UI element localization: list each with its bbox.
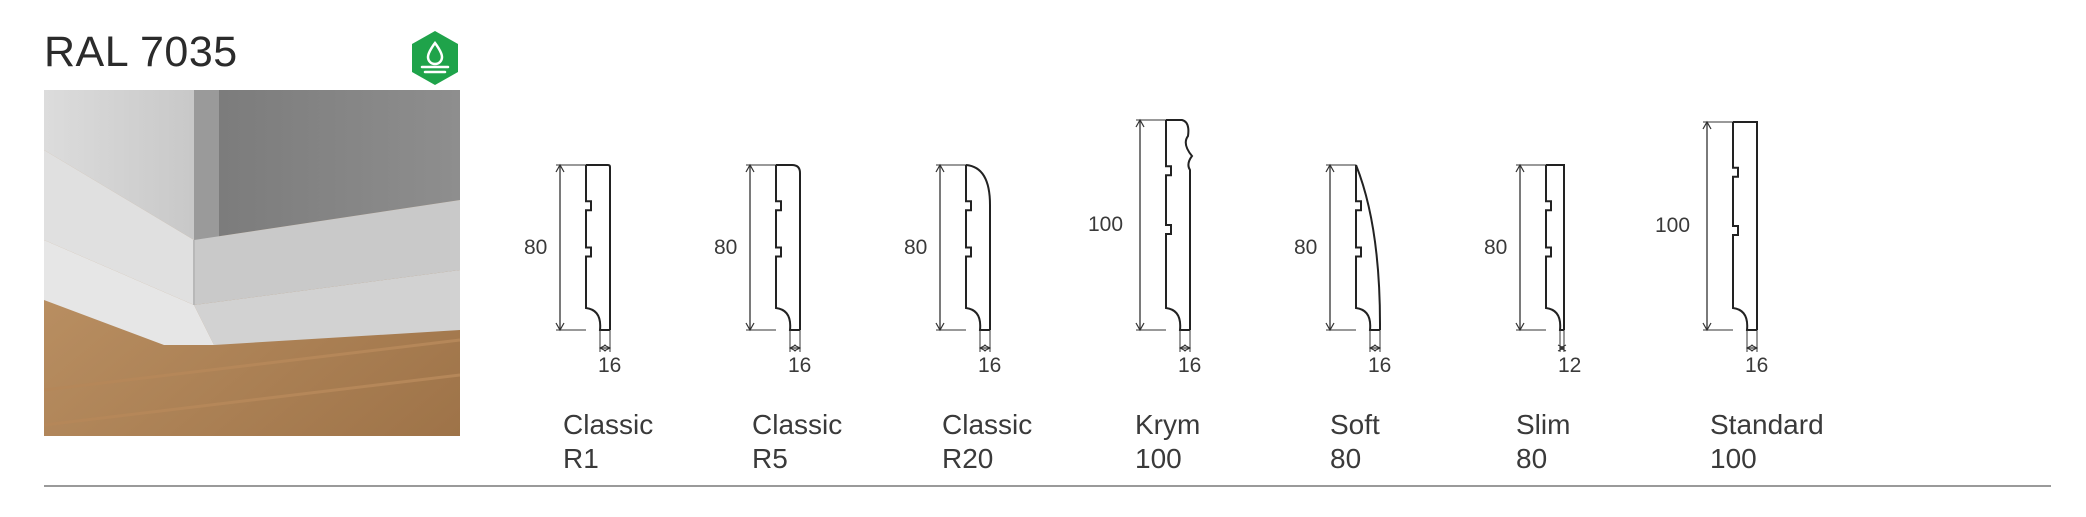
- profile-name-line1: Slim: [1516, 409, 1571, 440]
- profile-section-drawing: [745, 163, 802, 352]
- profile-name-line1: Krym: [1135, 409, 1201, 440]
- height-dimension-label: 80: [524, 235, 548, 259]
- water-resistant-icon: [412, 31, 458, 85]
- profile-name-line1: Classic: [563, 409, 654, 440]
- height-dimension-label: 80: [714, 235, 738, 259]
- width-dimension-label: 16: [1745, 354, 1769, 377]
- height-dimension-label: 80: [1484, 235, 1508, 259]
- profile-section-drawing: [555, 163, 612, 352]
- profile-name-line2: R1: [563, 443, 599, 474]
- profile-name-line1: Classic: [942, 409, 1033, 440]
- profile-name-line2: 100: [1135, 443, 1182, 474]
- profile-section-drawing: [935, 163, 992, 352]
- profile-name-line2: 100: [1710, 443, 1757, 474]
- width-dimension-label: 16: [1178, 354, 1202, 377]
- width-dimension-label: 12: [1558, 354, 1582, 377]
- profile-section-drawing: [1135, 118, 1194, 352]
- width-dimension-label: 16: [1368, 354, 1392, 377]
- skirting-board-corner-photo: [44, 90, 460, 436]
- bottom-divider: [44, 485, 2051, 487]
- height-dimension-label: 80: [904, 235, 928, 259]
- page-title: RAL 7035: [44, 28, 238, 76]
- profile-section-drawing: [1515, 163, 1567, 352]
- profile-name-line2: 80: [1330, 443, 1362, 474]
- profile-name-line2: 80: [1516, 443, 1548, 474]
- profile-name-line1: Classic: [752, 409, 843, 440]
- profile-name-line2: R20: [942, 443, 994, 474]
- width-dimension-label: 16: [598, 354, 622, 377]
- height-dimension-label: 100: [1088, 213, 1124, 236]
- profile-section-drawing: [1702, 120, 1759, 352]
- width-dimension-label: 16: [788, 354, 812, 377]
- profile-section-drawing: [1325, 163, 1382, 352]
- profile-name-line2: R5: [752, 443, 788, 474]
- profile-name-line1: Standard: [1710, 409, 1824, 440]
- profile-name-line1: Soft: [1330, 409, 1380, 440]
- height-dimension-label: 100: [1655, 214, 1691, 237]
- width-dimension-label: 16: [978, 354, 1002, 377]
- height-dimension-label: 80: [1294, 235, 1318, 259]
